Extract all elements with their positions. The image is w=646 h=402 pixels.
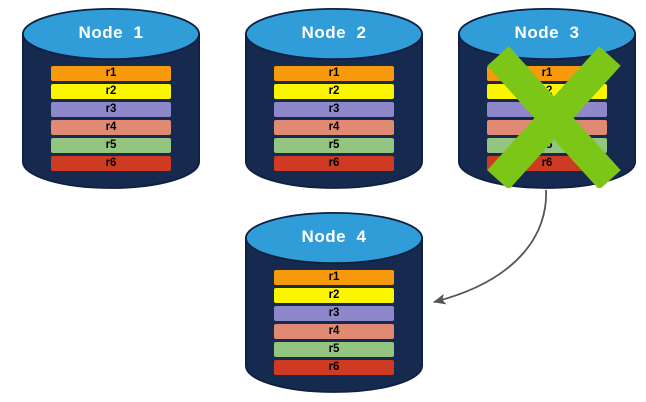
node-2-row-list: r1 r2 r3 r4 r5 r6 <box>245 66 423 171</box>
node-4-row-r1[interactable]: r1 <box>274 270 394 285</box>
node-4-row-r3[interactable]: r3 <box>274 306 394 321</box>
node-2-row-r2[interactable]: r2 <box>274 84 394 99</box>
cylinder-top-ellipse <box>245 211 423 265</box>
node-1-row-r4[interactable]: r4 <box>51 120 171 135</box>
node-4-row-r2[interactable]: r2 <box>274 288 394 303</box>
cylinder-top-ellipse <box>245 7 423 61</box>
node-4-row-r5[interactable]: r5 <box>274 342 394 357</box>
node-3-row-r2[interactable]: r2 <box>487 84 607 99</box>
node-3-row-list: r1 r2 r3 r4 r5 r6 <box>458 66 636 171</box>
node-2-row-r1[interactable]: r1 <box>274 66 394 81</box>
node-2-row-r4[interactable]: r4 <box>274 120 394 135</box>
node-2-row-r6[interactable]: r6 <box>274 156 394 171</box>
node-2-row-r5[interactable]: r5 <box>274 138 394 153</box>
node-1-row-list: r1 r2 r3 r4 r5 r6 <box>22 66 200 171</box>
node-3-row-r6[interactable]: r6 <box>487 156 607 171</box>
node-2-row-r3[interactable]: r3 <box>274 102 394 117</box>
node-4-row-r4[interactable]: r4 <box>274 324 394 339</box>
node-3-row-r1[interactable]: r1 <box>487 66 607 81</box>
node-1-row-r1[interactable]: r1 <box>51 66 171 81</box>
node-3-row-r5[interactable]: r5 <box>487 138 607 153</box>
node-3-row-r3[interactable]: r3 <box>487 102 607 117</box>
cylinder-top-ellipse <box>22 7 200 61</box>
node-1-row-r5[interactable]: r5 <box>51 138 171 153</box>
node-4-row-r6[interactable]: r6 <box>274 360 394 375</box>
cylinder-top-ellipse <box>458 7 636 61</box>
node-3-row-r4[interactable]: r4 <box>487 120 607 135</box>
node-1-row-r6[interactable]: r6 <box>51 156 171 171</box>
node-4-row-list: r1 r2 r3 r4 r5 r6 <box>245 270 423 375</box>
node-1-row-r2[interactable]: r2 <box>51 84 171 99</box>
node-1-row-r3[interactable]: r3 <box>51 102 171 117</box>
